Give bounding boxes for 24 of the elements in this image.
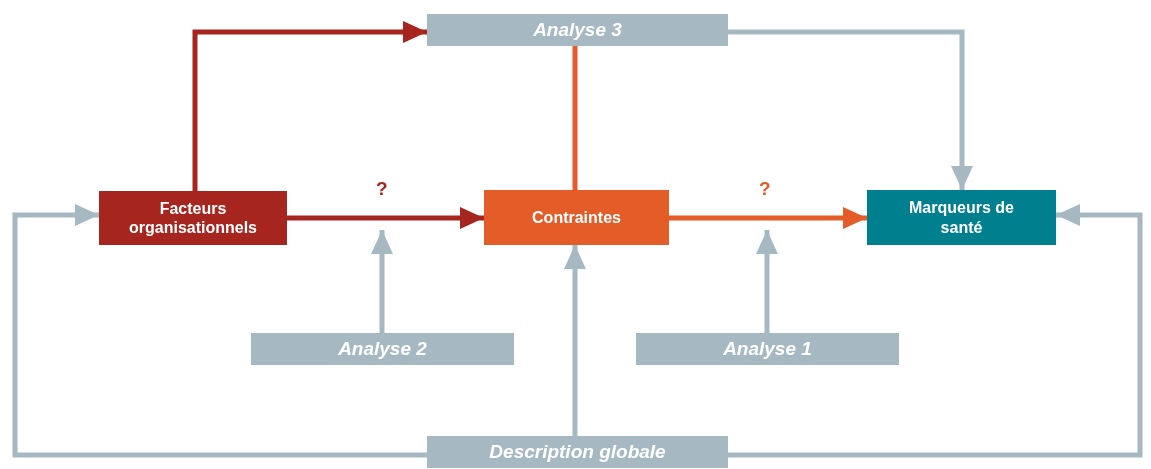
arrow [287,207,484,229]
node-text: Analyse 3 [533,18,622,42]
arrow [192,21,427,191]
node-text: Contraintes [532,207,621,228]
node-text: Facteurs organisationnels [128,198,258,238]
arrow [669,207,867,229]
node-text: Marqueurs de santé [908,198,1015,237]
arrow [564,245,586,436]
node-text: Analyse 1 [723,337,812,361]
process-box [99,191,287,245]
analysis-box [427,14,728,46]
arrow [728,204,1143,458]
analysis-box [251,333,514,365]
process-box [867,190,1056,245]
node-text: Analyse 2 [338,337,427,361]
arrow [371,230,393,333]
arrow [12,204,427,458]
node-text: Description globale [489,440,666,464]
connector-line [572,46,578,190]
arrow [728,29,973,190]
analysis-box [427,436,728,468]
process-box [484,190,669,245]
arrow [756,230,778,333]
analysis-box [636,333,899,365]
